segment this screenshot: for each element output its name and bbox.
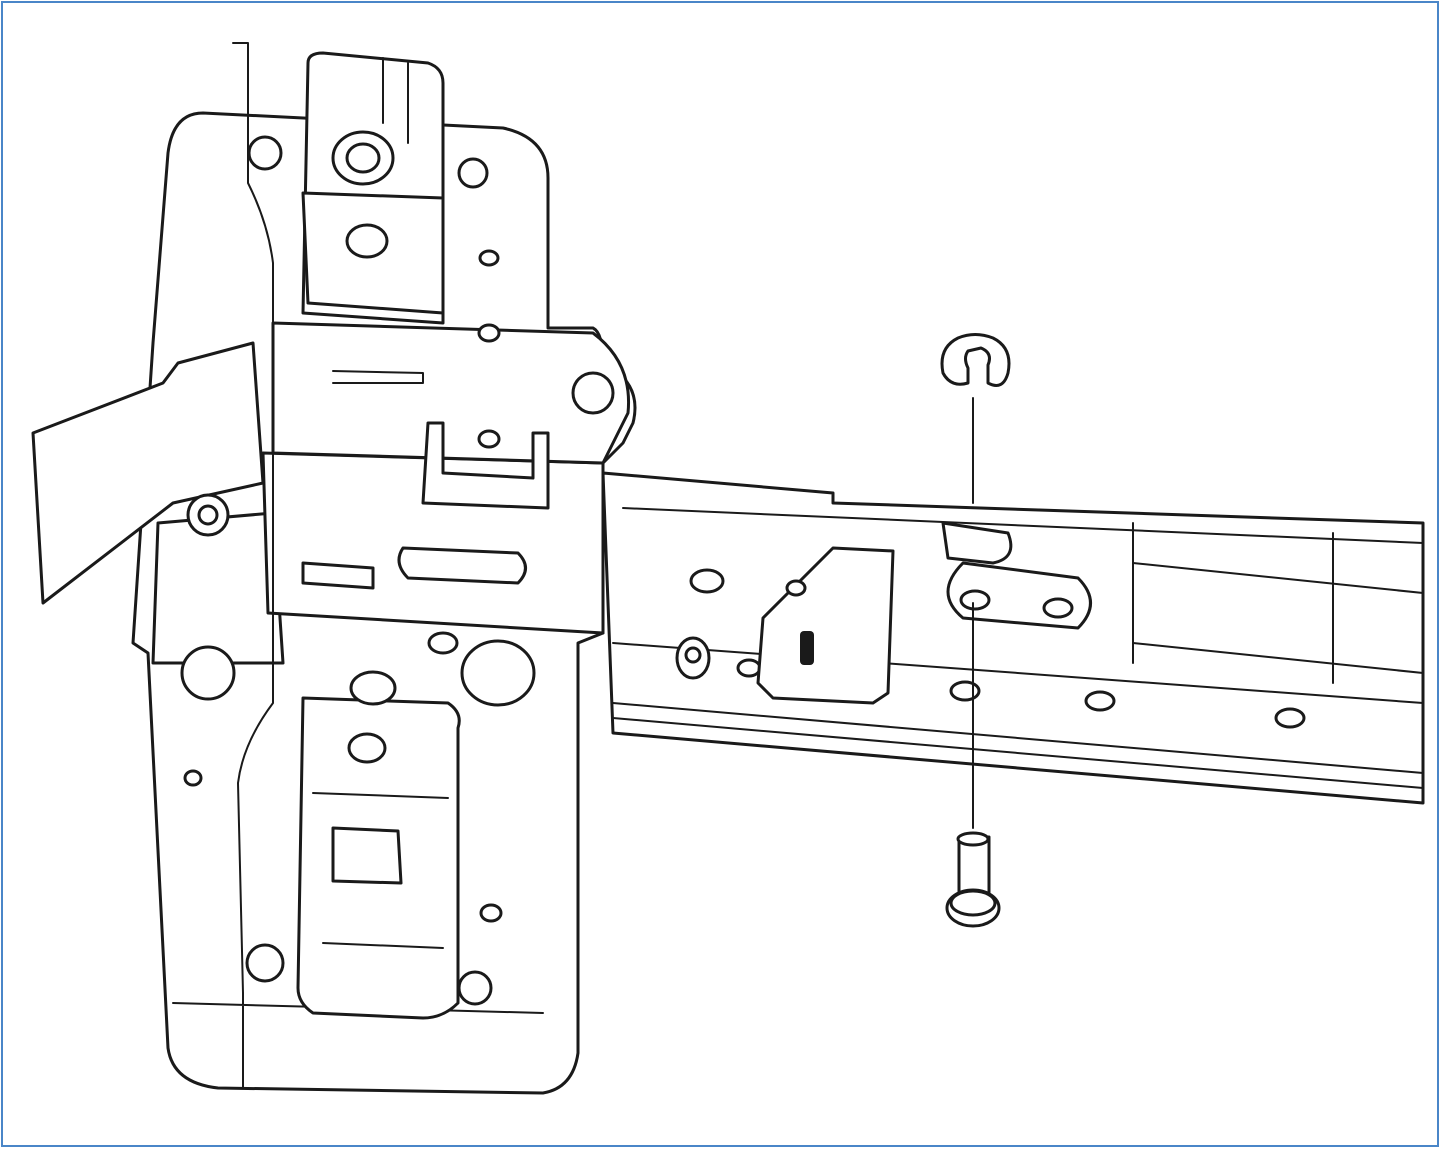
hinge-pin bbox=[945, 831, 1001, 928]
upper-latch bbox=[301, 51, 445, 325]
hinge-assembly-diagram bbox=[31, 42, 1425, 1095]
link-plate bbox=[941, 521, 1092, 630]
hinge-body bbox=[31, 42, 637, 1095]
e-clip bbox=[940, 333, 1011, 387]
slide-rail bbox=[601, 471, 1425, 805]
lower-latch bbox=[296, 670, 461, 1020]
rail-bracket bbox=[675, 546, 895, 705]
